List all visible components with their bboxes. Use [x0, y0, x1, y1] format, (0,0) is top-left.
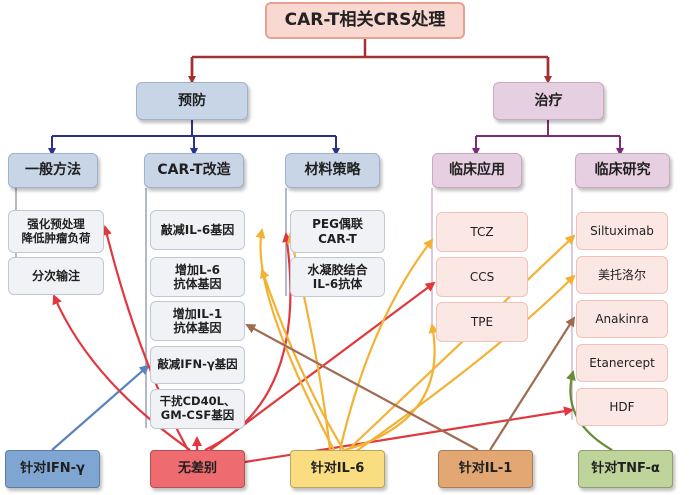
- cart-modification-header: CAR-T改造: [144, 153, 244, 188]
- general-item-pretreatment: 强化预处理 降低肿瘤负荷: [8, 210, 104, 253]
- general-methods-header: 一般方法: [8, 153, 98, 188]
- research-item-metoprolol: 美托洛尔: [576, 256, 668, 294]
- research-item-anakinra: Anakinra: [576, 300, 668, 338]
- clinical-item-tpe: TPE: [436, 302, 528, 342]
- treatment-header: 治疗: [493, 82, 604, 120]
- cart-item-cd40l-gmcsf: 干扰CD40L、 GM-CSF基因: [150, 389, 245, 429]
- clinical-item-ccs: CCS: [436, 257, 528, 297]
- page-title: CAR-T相关CRS处理: [265, 2, 465, 39]
- material-item-hydrogel-il6: 水凝胶结合 IL-6抗体: [290, 257, 385, 297]
- target-nonspecific: 无差别: [150, 450, 245, 488]
- target-il6: 针对IL-6: [290, 450, 385, 488]
- target-tnf-alpha: 针对TNF-α: [578, 450, 673, 488]
- target-ifn-gamma: 针对IFN-γ: [5, 450, 100, 488]
- prevention-header: 预防: [136, 82, 248, 120]
- clinical-application-header: 临床应用: [432, 153, 522, 188]
- research-item-etanercept: Etanercept: [576, 344, 668, 382]
- cart-item-il1-antibody-gene: 增加IL-1 抗体基因: [150, 301, 245, 341]
- research-item-siltuximab: Siltuximab: [576, 212, 668, 250]
- material-item-peg-cart: PEG偶联 CAR-T: [290, 210, 385, 253]
- cart-item-il6-antibody-gene: 增加L-6 抗体基因: [150, 257, 245, 297]
- target-il1: 针对IL-1: [438, 450, 533, 488]
- cart-item-il6-knockdown: 敲减IL-6基因: [150, 210, 245, 250]
- general-item-fractionated-infusion: 分次输注: [8, 257, 104, 295]
- cart-item-ifn-knockdown: 敲减IFN-γ基因: [150, 346, 245, 384]
- research-item-hdf: HDF: [576, 388, 668, 426]
- clinical-research-header: 临床研究: [575, 153, 670, 188]
- clinical-item-tcz: TCZ: [436, 212, 528, 252]
- material-strategy-header: 材料策略: [285, 153, 380, 188]
